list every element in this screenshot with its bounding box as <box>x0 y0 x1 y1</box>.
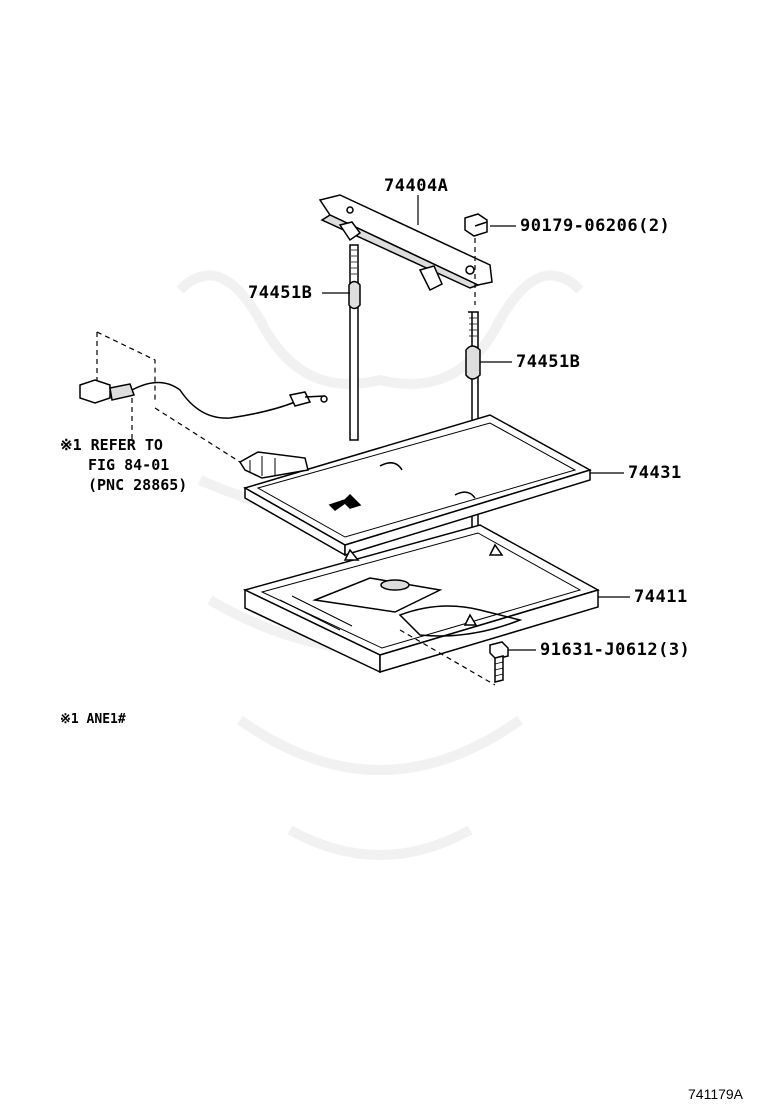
dashed-leader-bolt <box>399 629 496 686</box>
nut-90179[interactable] <box>464 213 488 237</box>
label-74404A[interactable]: 74404A <box>384 176 449 196</box>
label-91631-J0612[interactable]: 91631-J0612(3) <box>540 640 691 660</box>
dashed-leaders-sensor <box>96 331 241 463</box>
battery-tray-insulator-74431[interactable] <box>243 414 592 557</box>
note-refer-line2: FIG 84-01 <box>88 456 170 474</box>
figure-id: 741179A <box>688 1086 744 1102</box>
bolt-91631[interactable] <box>489 641 509 683</box>
note-refer-line1: ※1 REFER TO <box>60 436 163 454</box>
note-ane: ※1 ANE1# <box>60 712 126 727</box>
sensor-cable-assembly[interactable] <box>79 379 328 479</box>
label-74431[interactable]: 74431 <box>628 463 682 483</box>
label-90179-06206[interactable]: 90179-06206(2) <box>520 216 671 236</box>
battery-tray-74411[interactable] <box>242 524 600 674</box>
leader-lines <box>322 195 630 651</box>
note-refer-line3: (PNC 28865) <box>88 476 188 494</box>
label-74411[interactable]: 74411 <box>634 587 688 607</box>
battery-clamp-74404A[interactable] <box>318 194 493 292</box>
label-74451B-right[interactable]: 74451B <box>516 352 581 372</box>
hold-down-rod-left[interactable] <box>348 244 361 441</box>
label-74451B-left[interactable]: 74451B <box>248 283 313 303</box>
